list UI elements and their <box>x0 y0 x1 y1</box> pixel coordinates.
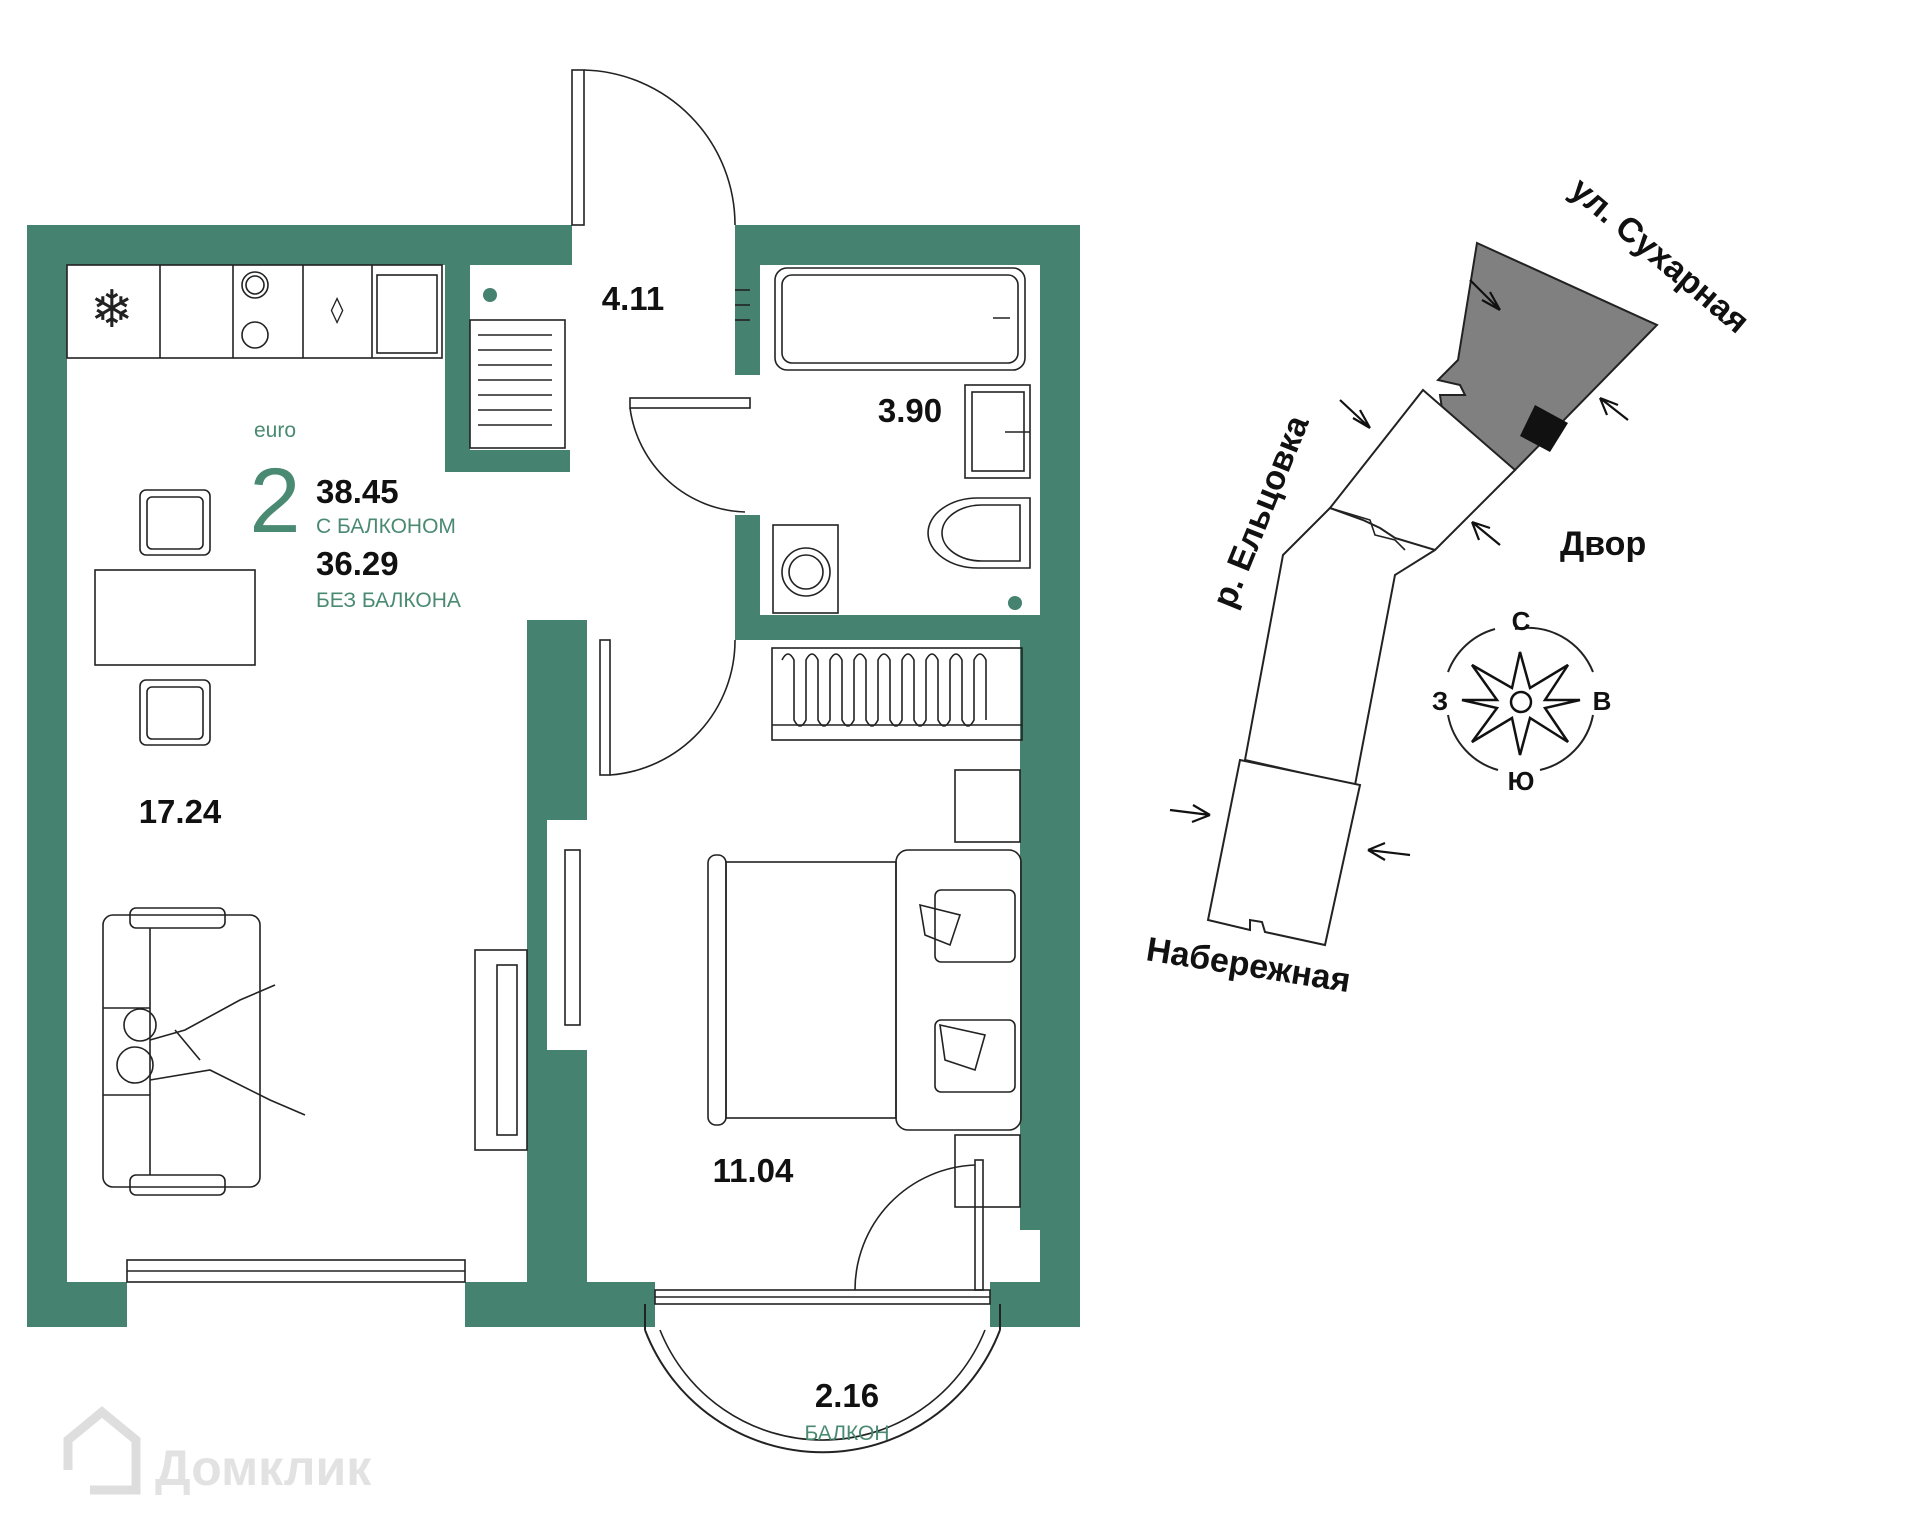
with-balcony-label: С БАЛКОНОМ <box>316 515 456 538</box>
balcony-area: 2.16 <box>815 1377 879 1414</box>
toilet <box>927 497 1031 569</box>
area-with-balcony: 38.45 <box>316 473 399 510</box>
compass-north: С <box>1512 606 1531 636</box>
living-room-area: 17.24 <box>139 793 222 830</box>
freezer-icon: ❄ <box>90 280 134 340</box>
compass-south: Ю <box>1508 766 1535 796</box>
person-figures <box>116 984 306 1116</box>
area-without-balcony: 36.29 <box>316 545 399 582</box>
compass-east: В <box>1593 686 1612 716</box>
courtyard-label: Двор <box>1560 525 1646 563</box>
storage-rack <box>469 319 566 449</box>
drain-marker <box>1008 596 1022 610</box>
balcony <box>644 1304 1001 1454</box>
river-eltsovka: р. Ельцовка <box>1205 409 1317 613</box>
entrance-marker <box>1520 405 1568 452</box>
site-plan: ул. Сухарная р. Ельцовка Двор Набережная… <box>1144 170 1757 1000</box>
entrance-arrows <box>1169 279 1629 861</box>
apartment-type-label: euro <box>254 419 296 442</box>
windows <box>126 1259 991 1305</box>
kitchen-counter <box>66 264 443 359</box>
domclick-watermark: Домклик <box>63 1406 372 1496</box>
compass-west: З <box>1432 686 1448 716</box>
bathroom-sink <box>964 384 1031 479</box>
bathtub <box>735 267 1026 371</box>
without-balcony-label: БЕЗ БАЛКОНА <box>316 589 461 612</box>
balcony-label: БАЛКОН <box>804 1422 889 1445</box>
walls <box>27 225 1080 1327</box>
tv-stand <box>474 849 581 1151</box>
doors <box>571 69 984 1291</box>
sofa <box>102 907 261 1196</box>
compass-star-icon <box>1461 651 1581 756</box>
nightstands <box>954 769 1021 1208</box>
wardrobe <box>771 647 1023 741</box>
bathroom-area: 3.90 <box>878 392 942 429</box>
building-highlighted <box>1436 241 1659 472</box>
compass: С Ю З В <box>1432 606 1612 796</box>
bedroom-area: 11.04 <box>713 1152 794 1189</box>
watermark-text: Домклик <box>155 1440 372 1496</box>
water-drop-icon: ◊ <box>331 295 344 325</box>
boiler-marker <box>483 288 497 302</box>
room-count: 2 <box>249 450 300 552</box>
washing-machine <box>772 524 839 614</box>
hall-area: 4.11 <box>602 280 664 317</box>
building-long <box>1243 507 1436 787</box>
dining-table <box>94 489 256 746</box>
building-bottom <box>1206 758 1362 947</box>
bed <box>707 849 1022 1131</box>
